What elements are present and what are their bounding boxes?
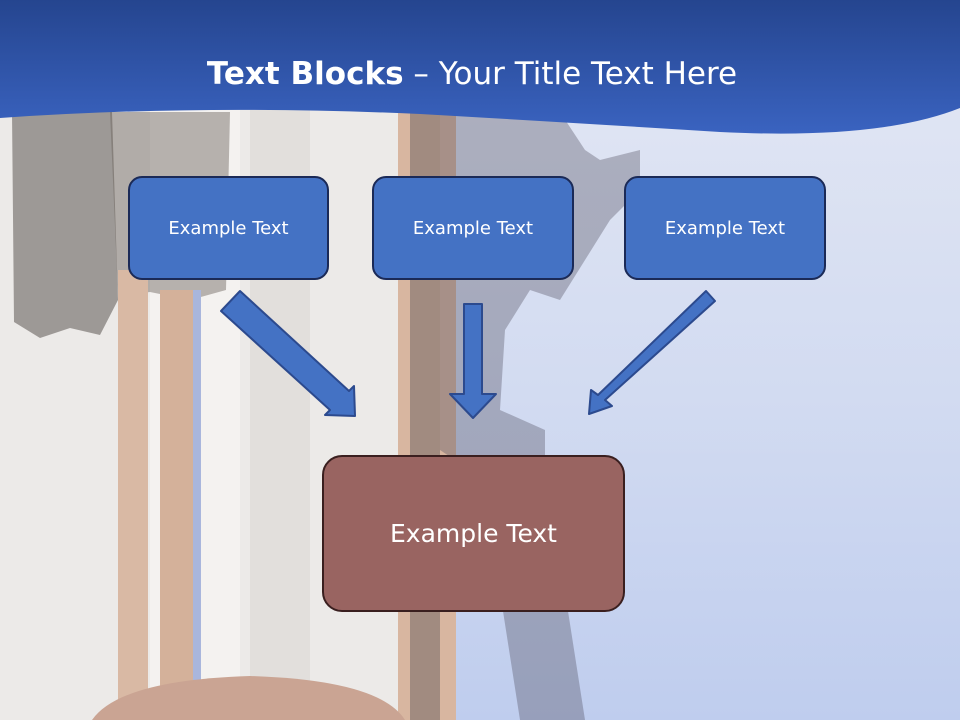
text-block-1[interactable]: Example Text [128,176,329,280]
title-bold: Text Blocks [206,56,404,92]
text-block-2[interactable]: Example Text [372,176,574,280]
text-block-1-label: Example Text [168,217,289,239]
result-block[interactable]: Example Text [322,455,625,612]
text-block-2-label: Example Text [412,217,534,239]
text-block-3-label: Example Text [664,217,786,239]
result-block-label: Example Text [390,519,557,548]
text-block-3[interactable]: Example Text [624,176,826,280]
slide-title: Text Blocks – Your Title Text Here [0,52,944,96]
title-rest: – Your Title Text Here [403,56,738,92]
header-band [0,0,960,134]
